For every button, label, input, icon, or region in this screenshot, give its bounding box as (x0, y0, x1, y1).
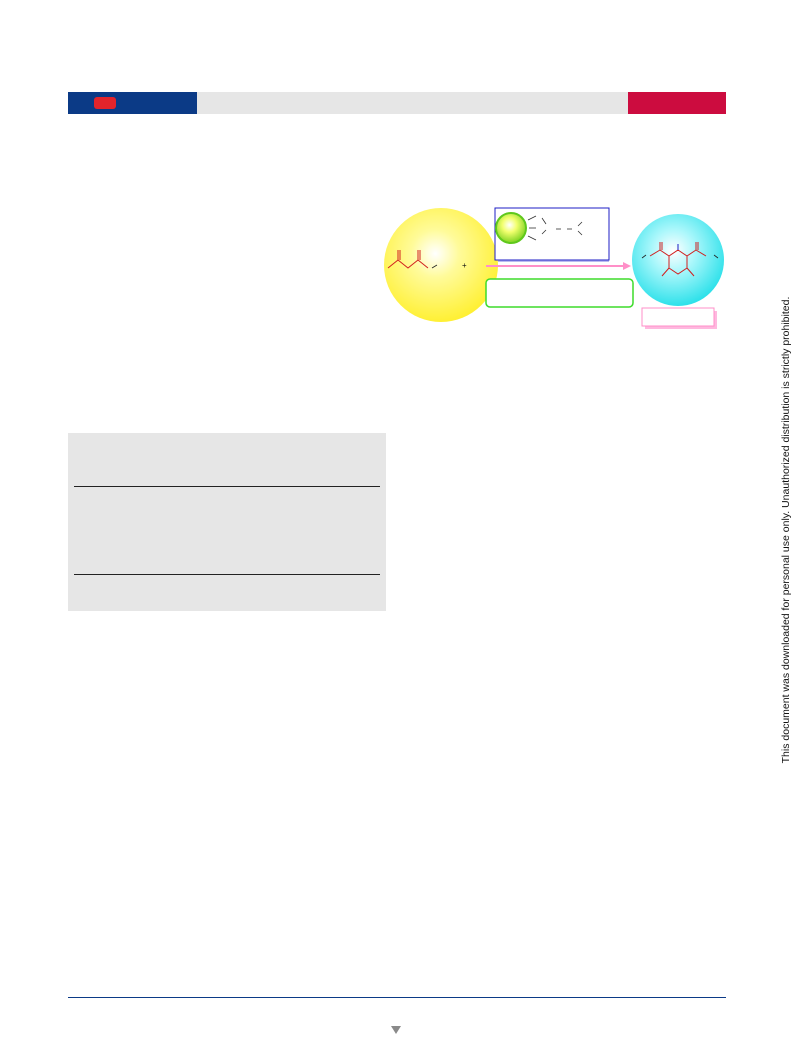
graphical-abstract: + (384, 207, 724, 329)
info-box-divider (74, 574, 380, 575)
header-section-bar (628, 92, 726, 114)
footer-rule (68, 997, 726, 998)
header-title-bar (197, 92, 628, 114)
product-sphere (632, 214, 724, 306)
article-info-box (68, 433, 386, 611)
product-label-box (641, 307, 717, 329)
distribution-notice-text: This document was downloaded for persona… (780, 296, 792, 764)
reactant-sphere (384, 208, 498, 322)
catalyst-box (494, 207, 610, 262)
condition-box (485, 278, 634, 308)
header-logo-badge (94, 97, 116, 109)
info-box-divider (74, 486, 380, 487)
header-journal-bar (68, 92, 197, 114)
plus-sign: + (462, 261, 467, 270)
triangle-down-icon[interactable] (391, 1026, 401, 1034)
reaction-arrow (486, 262, 631, 270)
